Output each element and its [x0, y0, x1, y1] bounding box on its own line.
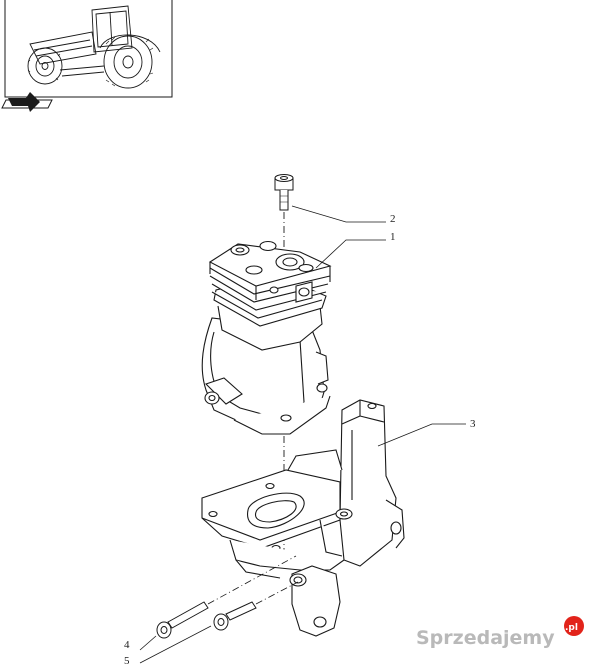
air-compressor-part-1	[201, 240, 332, 435]
bolt-part-2	[274, 174, 294, 211]
watermark-text: Sprzedajemy	[416, 627, 555, 649]
bolt-4-axis-line	[207, 555, 297, 605]
bracket-part-3	[201, 399, 405, 637]
callout-2: 2	[390, 213, 396, 225]
bolt-part-5	[213, 601, 257, 631]
callout-5: 5	[124, 655, 130, 667]
leader-lines	[139, 205, 466, 664]
watermark-badge: .pl	[565, 623, 578, 633]
callout-3: 3	[470, 418, 476, 430]
watermark-badge-icon	[564, 616, 584, 636]
bolt-part-4	[156, 601, 209, 639]
tractor-thumbnail-icon[interactable]	[4, 0, 173, 98]
callout-4: 4	[124, 639, 130, 651]
watermark: Sprzedajemy .pl	[416, 616, 584, 649]
book-arrow-icon[interactable]	[1, 92, 53, 112]
callout-1: 1	[390, 231, 396, 243]
